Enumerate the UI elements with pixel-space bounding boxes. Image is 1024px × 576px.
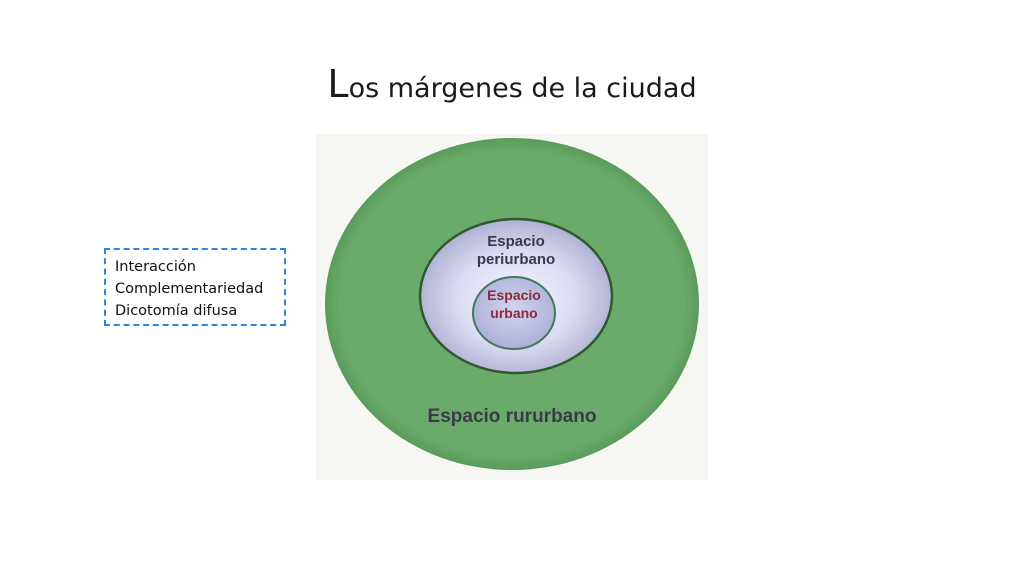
concentric-spaces-svg: Espacio periurbano Espacio urbano Espaci… [325,138,699,470]
concept-item: Dicotomía difusa [115,303,238,319]
inner-label-line2: urbano [490,305,537,321]
outer-label: Espacio rururbano [428,406,597,427]
concept-item: Interacción [115,259,196,275]
concept-item: Complementariedad [115,281,264,297]
concepts-box: Interacción Complementariedad Dicotomía … [104,248,286,326]
slide-title-initial: L [327,62,349,106]
slide-title: Los márgenes de la ciudad [0,62,1024,106]
inner-label-line1: Espacio [487,287,541,303]
slide-title-rest: os márgenes de la ciudad [348,73,697,104]
middle-label-line2: periurbano [477,251,555,268]
concentric-spaces-diagram: Espacio periurbano Espacio urbano Espaci… [316,134,708,480]
middle-label-line1: Espacio [487,233,545,250]
inner-circle-urbano [472,276,556,350]
